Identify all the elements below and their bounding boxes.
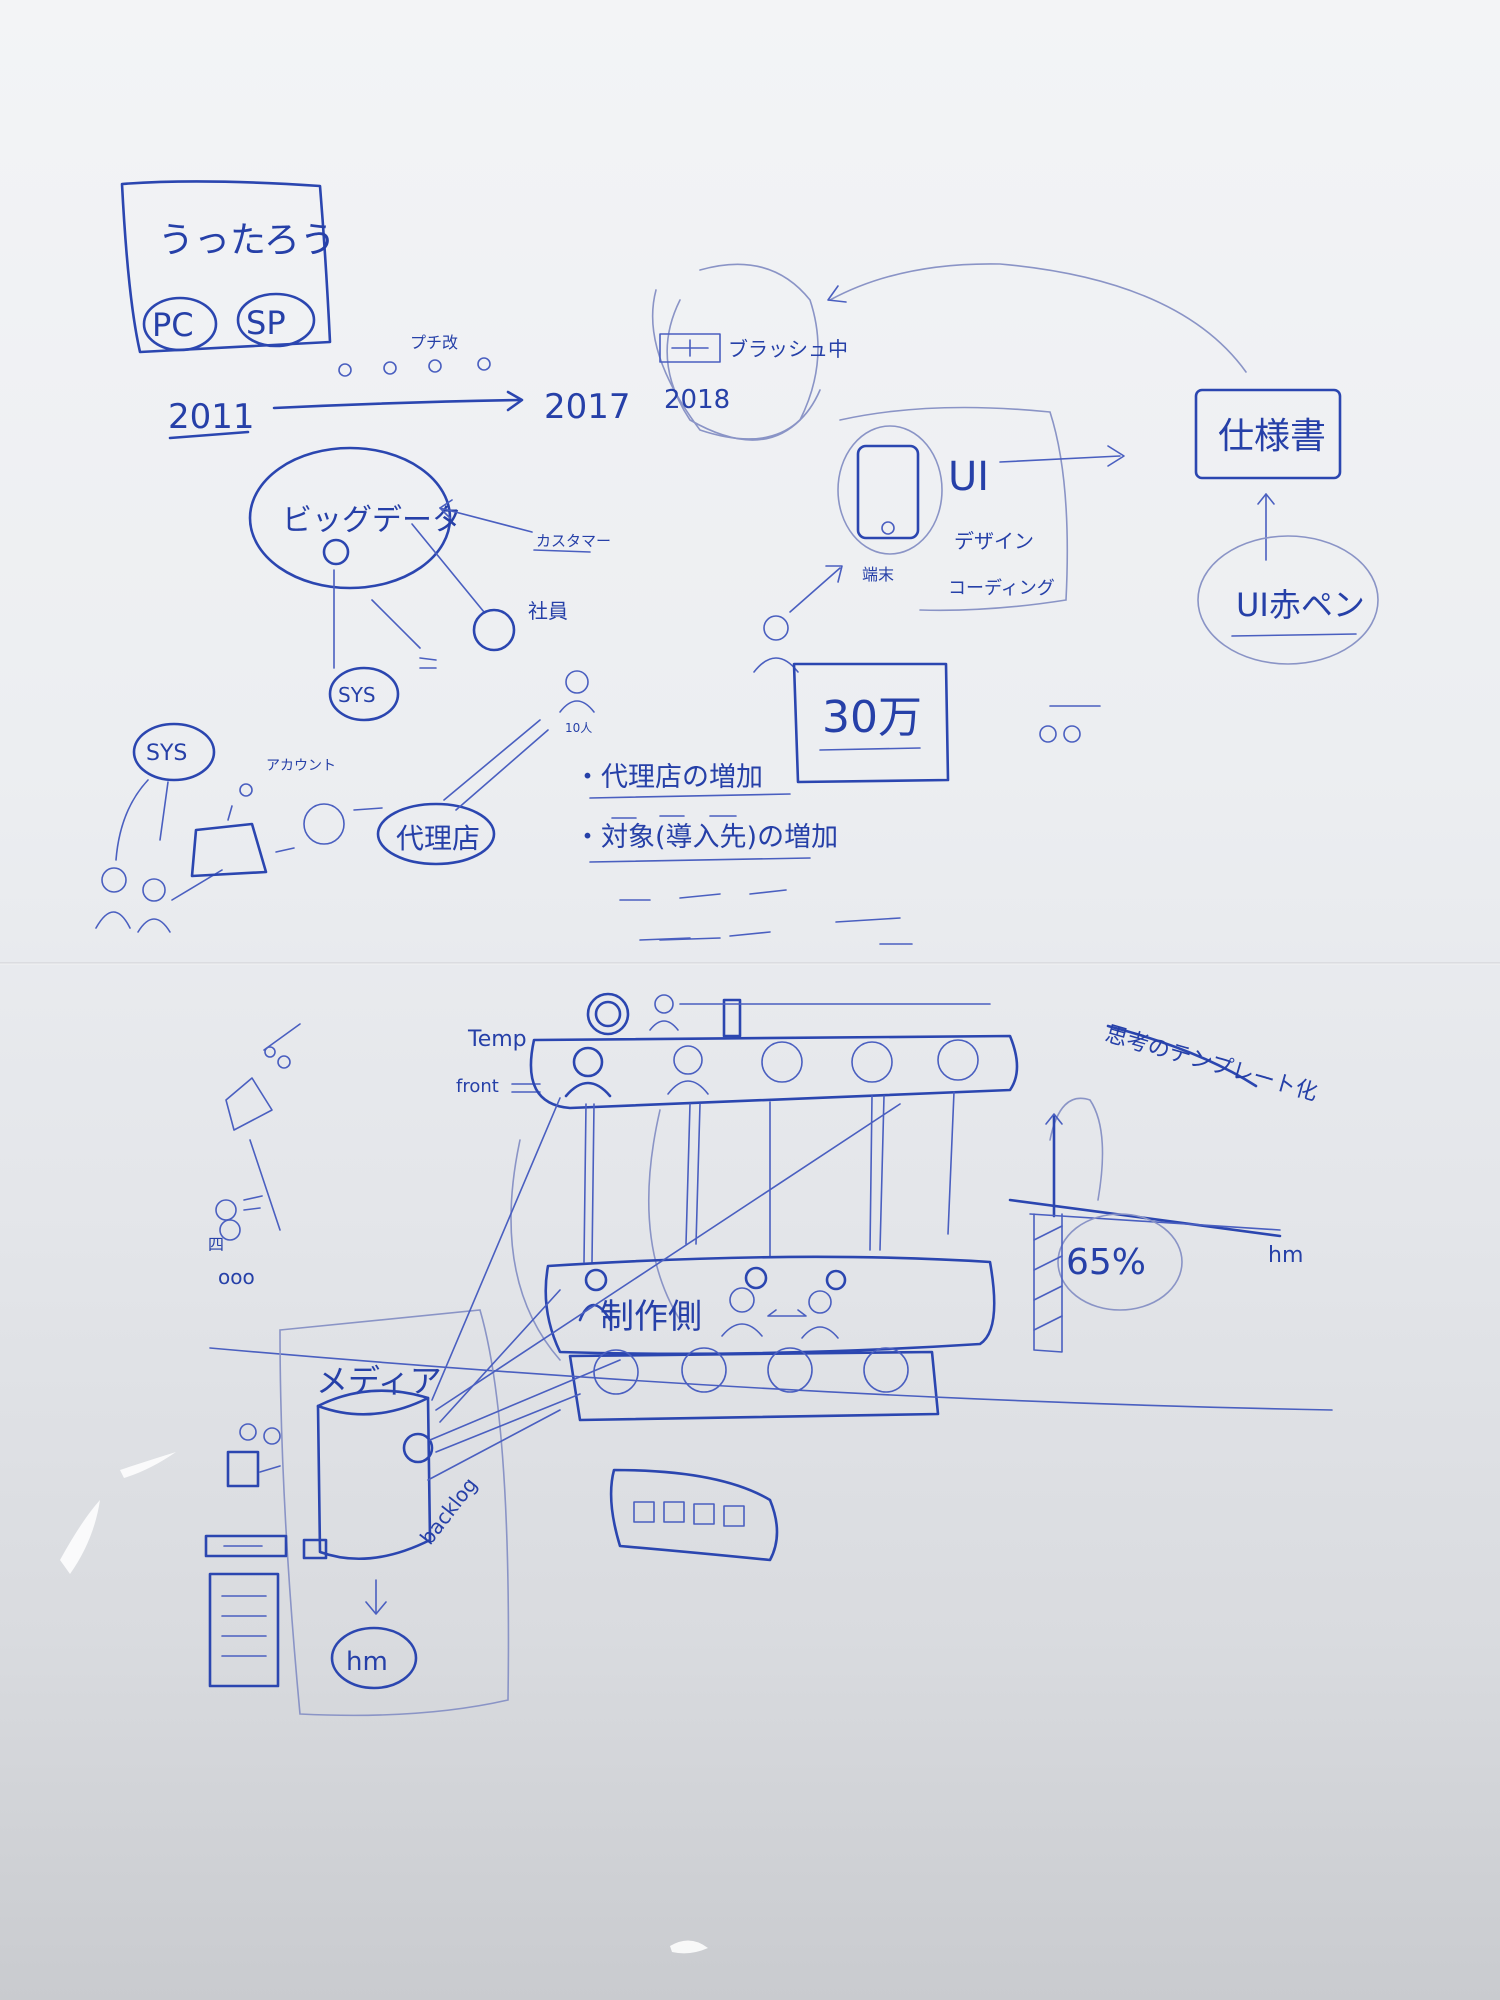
brushing-label: ブラッシュ中 bbox=[728, 337, 848, 361]
percent-label: 65% bbox=[1066, 1242, 1146, 1283]
brand-box: うったろう PC SP bbox=[120, 180, 336, 354]
year-2018: 2018 bbox=[664, 385, 730, 415]
production-side-label: 制作側 bbox=[600, 1297, 702, 1337]
sp-label: SP bbox=[246, 304, 286, 342]
timeline: 2011 2017 プチ改 bbox=[168, 333, 631, 440]
bullet-list: ・代理店の増加 ・対象(導入先)の増加 bbox=[574, 762, 913, 945]
sys-circle-label: SYS bbox=[338, 683, 376, 707]
media-label: メディア bbox=[316, 1362, 442, 1400]
ui-label: UI bbox=[948, 454, 989, 500]
percent-sketch: hm 65% bbox=[1008, 1097, 1303, 1353]
production-row: 制作側 bbox=[209, 1255, 1333, 1422]
ten-people-label: 10人 bbox=[565, 721, 592, 735]
temp-label: Temp bbox=[467, 1027, 527, 1052]
users-count-label: 30万 bbox=[822, 692, 922, 743]
design-label: デザイン bbox=[954, 529, 1034, 553]
left-icons: 四 ooo bbox=[204, 1023, 301, 1688]
agency-label: 代理店 bbox=[396, 822, 480, 855]
bullet-2: ・対象(導入先)の増加 bbox=[574, 822, 838, 853]
eraser-smear bbox=[120, 1452, 176, 1478]
eraser-smear bbox=[670, 1940, 708, 1954]
side-label: 四 bbox=[208, 1235, 224, 1254]
board-panel-seam bbox=[0, 962, 1500, 965]
axis-end-label: hm bbox=[1268, 1243, 1303, 1268]
brand-title: うったろう bbox=[158, 220, 336, 261]
spec-area: 仕様書 UI赤ペン bbox=[827, 263, 1379, 665]
big-data-cluster: ビッグデータ カスタマー SYS 社員 10人 bbox=[248, 446, 611, 735]
brushing-circle: ブラッシュ中 2018 bbox=[651, 263, 848, 441]
templating-label: 思考のテンプレート化 bbox=[1102, 1022, 1320, 1106]
phone-ui-area: UI デザイン コーディング 端末 30万 bbox=[753, 406, 1125, 784]
hm-label: hm bbox=[346, 1647, 388, 1677]
year-2011: 2011 bbox=[168, 397, 255, 437]
company-label: 社員 bbox=[528, 599, 568, 623]
spec-doc-label: 仕様書 bbox=[1218, 416, 1326, 457]
ui-red-pen-label: UI赤ペン bbox=[1236, 586, 1365, 624]
sys-bubble-label: SYS bbox=[146, 741, 187, 766]
minor-update-label: プチ改 bbox=[410, 333, 458, 352]
front-label: front bbox=[456, 1076, 499, 1097]
coding-label: コーディング bbox=[948, 578, 1055, 599]
account-label: アカウント bbox=[266, 758, 336, 774]
bullet-1: ・代理店の増加 bbox=[574, 762, 763, 793]
media-column: メディア backlog hm bbox=[249, 1097, 901, 1717]
big-data-label: ビッグデータ bbox=[282, 503, 462, 538]
agency-flow: SYS アカウント 代理店 bbox=[95, 719, 549, 933]
template-row: Temp front 思考のテンプレート化 bbox=[456, 992, 1320, 1110]
customer-label: カスタマー bbox=[536, 532, 611, 550]
backlog-label: backlog bbox=[415, 1473, 482, 1549]
year-2017: 2017 bbox=[544, 387, 631, 427]
pc-label: PC bbox=[152, 306, 194, 344]
eraser-smear bbox=[60, 1500, 100, 1574]
connectors bbox=[510, 1091, 955, 1361]
device-label: 端末 bbox=[862, 565, 894, 584]
ooo-label: ooo bbox=[218, 1265, 255, 1289]
tab-pill-sketch bbox=[609, 1468, 779, 1562]
